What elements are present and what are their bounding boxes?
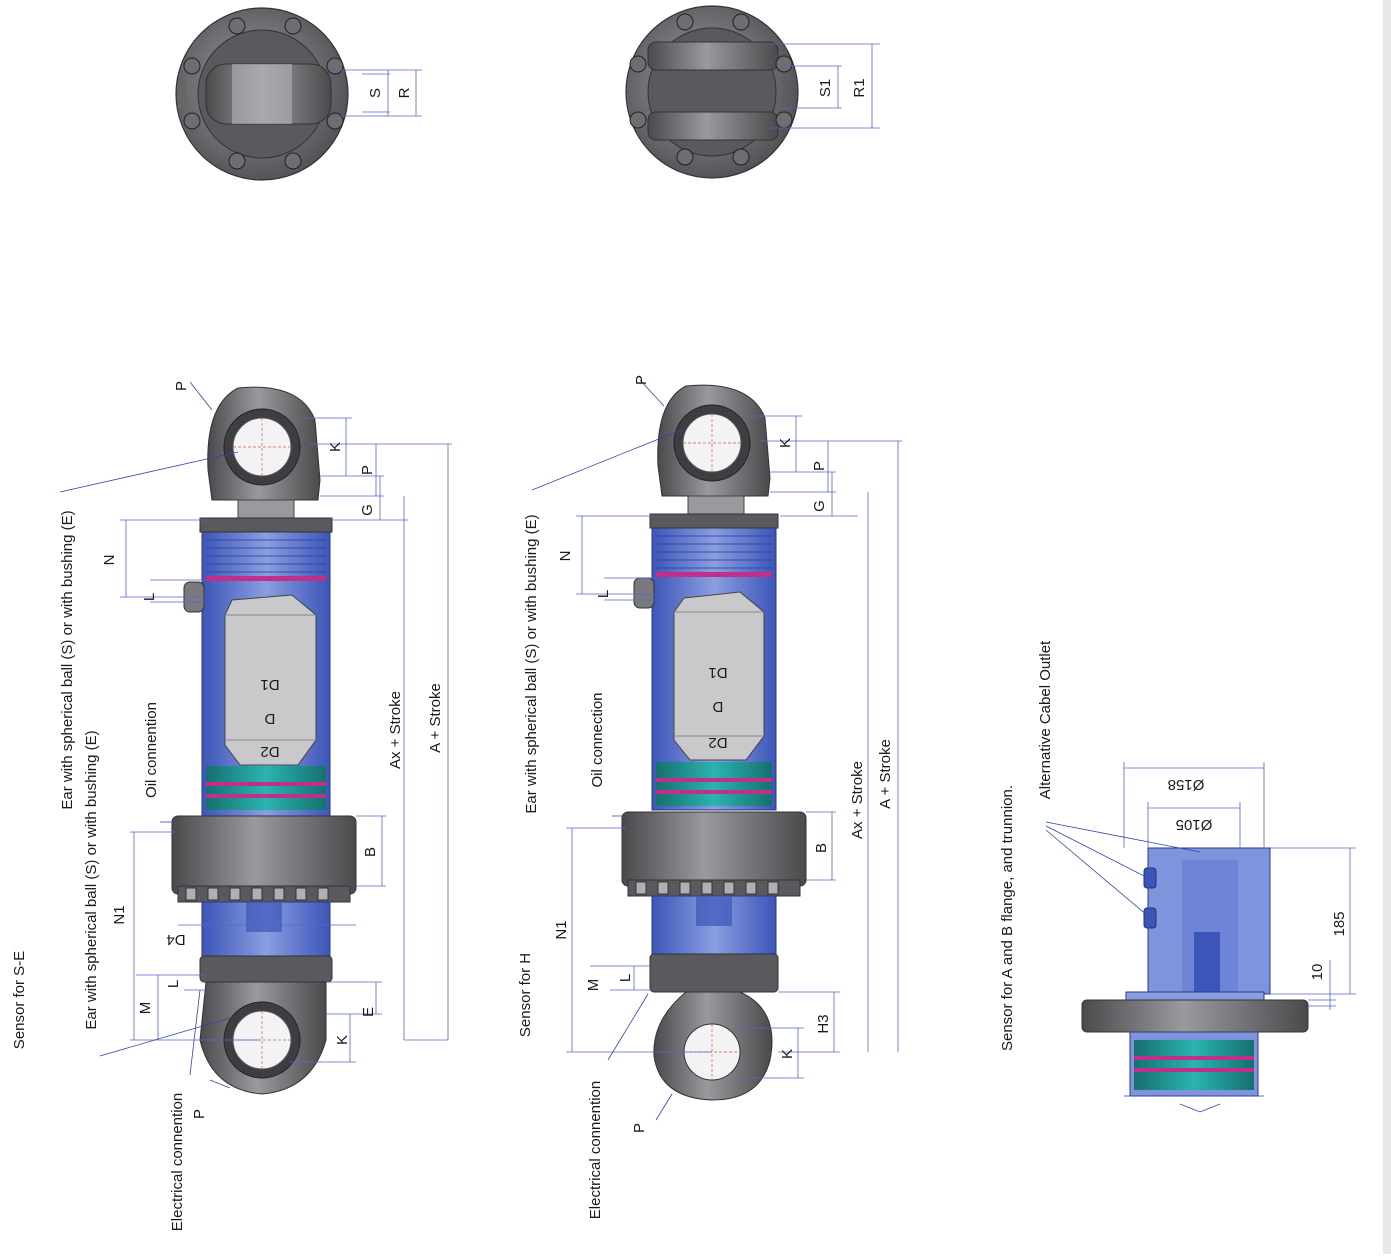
vertical-scrollbar[interactable] — [1383, 0, 1391, 1254]
label-dim-10: 10 — [1309, 964, 1326, 981]
caption-flange-sensor: Sensor for A and B flange, and trunnion. — [999, 785, 1016, 1051]
electrical-connection-label-h: Electrical connention — [587, 1081, 604, 1219]
label-g-se: G — [359, 504, 376, 516]
label-p-dim-h: P — [811, 461, 828, 471]
label-b-h: B — [813, 843, 830, 853]
label-d1-se: D1 — [260, 676, 279, 693]
label-l-bottom-h: L — [617, 974, 634, 982]
label-m-h: M — [585, 979, 602, 992]
label-p-bottom-h: P — [631, 1123, 648, 1133]
label-r1: R1 — [851, 78, 868, 97]
caption-se: Sensor for S-E — [11, 951, 28, 1049]
label-p-bottom-se: P — [191, 1109, 208, 1119]
label-ax-stroke-h: Ax + Stroke — [849, 761, 866, 839]
label-l-top-h: L — [595, 590, 612, 598]
electrical-connection-label-se: Electrical connention — [169, 1093, 186, 1231]
label-n-h: N — [557, 551, 574, 562]
label-s1: S1 — [817, 79, 834, 97]
ear-callout-top-se: Ear with spherical ball (S) or with bush… — [59, 510, 76, 809]
label-l-bottom-se: L — [165, 980, 182, 988]
label-e-se: E — [360, 1007, 377, 1017]
end-view-h: S1 R1 — [625, 5, 880, 179]
label-d2-h: D2 — [708, 734, 727, 751]
label-dia158: Ø158 — [1168, 776, 1205, 793]
alternative-cable-outlet-label: Alternative Cabel Outlet — [1037, 640, 1054, 799]
oil-connection-label-h: Oil connection — [589, 692, 606, 787]
label-k-top-h: K — [777, 438, 794, 448]
caption-h: Sensor for H — [517, 953, 534, 1037]
label-a-stroke-se: A + Stroke — [427, 683, 444, 753]
flange-sensor: Ø158 Ø105 185 10 Alternative Cabel Outle… — [999, 640, 1356, 1113]
cylinder-se: D1 D D2 K P G N L Ax + Stroke A + Stroke — [11, 381, 452, 1231]
label-b-se: B — [362, 847, 379, 857]
ear-callout-h: Ear with spherical ball (S) or with bush… — [523, 514, 540, 813]
label-s: S — [367, 88, 384, 98]
label-g-h: G — [811, 500, 828, 512]
label-n-se: N — [101, 555, 118, 566]
label-p-top-se: P — [173, 381, 190, 391]
end-view-se: S R — [175, 7, 422, 181]
label-h3-h: H3 — [815, 1014, 832, 1033]
cylinder-h: D1 D D2 K P G N L Ax + Stroke A + Stroke… — [517, 375, 902, 1219]
label-n1-se: N1 — [111, 905, 128, 924]
label-k-bottom-h: K — [779, 1049, 796, 1059]
label-d1-h: D1 — [708, 664, 727, 681]
label-ax-stroke-se: Ax + Stroke — [387, 691, 404, 769]
label-r: R — [396, 87, 413, 98]
label-dim-185: 185 — [1331, 911, 1348, 936]
label-k-top-se: K — [327, 442, 344, 452]
label-d2-se: D2 — [260, 743, 279, 760]
label-a-stroke-h: A + Stroke — [877, 739, 894, 809]
label-l-top-se: L — [141, 593, 158, 601]
label-dia105: Ø105 — [1176, 816, 1213, 833]
label-m-se: M — [137, 1002, 154, 1015]
label-n1-h: N1 — [553, 920, 570, 939]
label-p-dim-se: P — [359, 465, 376, 475]
ear-callout-bottom-se: Ear with spherical ball (S) or with bush… — [83, 730, 100, 1029]
label-d-h: D — [712, 698, 723, 715]
oil-connection-label-se: Oil connention — [143, 702, 160, 798]
label-d4-se: D4 — [166, 931, 185, 948]
label-k-bottom-se: K — [334, 1035, 351, 1045]
label-d-se: D — [264, 710, 275, 727]
label-p-top-h: P — [633, 375, 650, 385]
